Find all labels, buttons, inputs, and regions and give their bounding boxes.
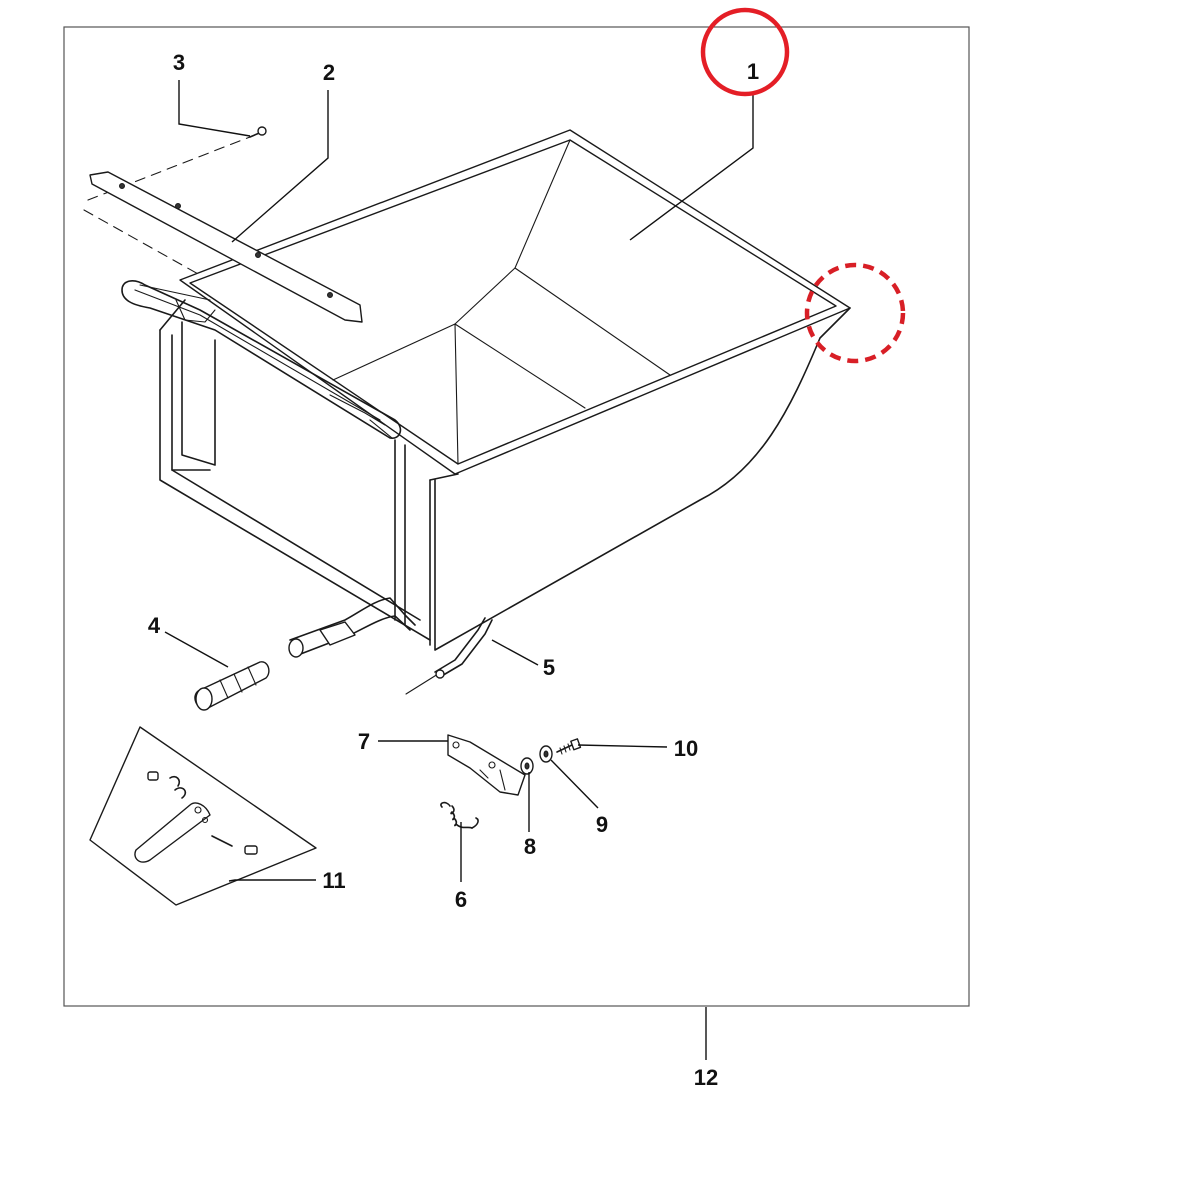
screw-part-3 <box>249 126 267 138</box>
hopper-part-1 <box>121 129 851 651</box>
leader-11 <box>228 879 316 882</box>
callout-12: 12 <box>694 1065 718 1090</box>
callout-6: 6 <box>455 887 467 912</box>
leader-4 <box>164 631 229 668</box>
callout-2: 2 <box>323 60 335 85</box>
callout-10: 10 <box>674 736 698 761</box>
leader-5 <box>491 639 539 666</box>
spring-part-6 <box>440 801 479 829</box>
lever-kit-part-11 <box>89 726 317 906</box>
callout-8: 8 <box>524 834 536 859</box>
leader-2 <box>231 90 329 243</box>
callout-3: 3 <box>173 50 185 75</box>
leader-lines <box>164 80 754 1060</box>
callout-7: 7 <box>358 729 370 754</box>
highlight-circle-dashed <box>804 262 906 364</box>
leader-10 <box>577 744 668 748</box>
callout-5: 5 <box>543 655 555 680</box>
assembly-frame <box>63 26 970 1007</box>
crank-part-4 <box>194 597 416 711</box>
leader-9 <box>550 759 599 809</box>
callout-1: 1 <box>747 59 759 84</box>
cable-part-5 <box>405 617 493 695</box>
callout-9: 9 <box>596 812 608 837</box>
leader-1 <box>629 95 754 241</box>
highlight-circle-solid <box>700 7 790 97</box>
bolt-part-10 <box>556 738 582 755</box>
bracket-part-7 <box>447 734 526 796</box>
washer-part-8 <box>520 757 534 775</box>
callout-4: 4 <box>148 613 161 638</box>
leader-3 <box>178 80 251 137</box>
plate-part-2 <box>83 134 363 323</box>
callout-11: 11 <box>322 868 345 893</box>
lockwasher-part-9 <box>539 745 553 763</box>
